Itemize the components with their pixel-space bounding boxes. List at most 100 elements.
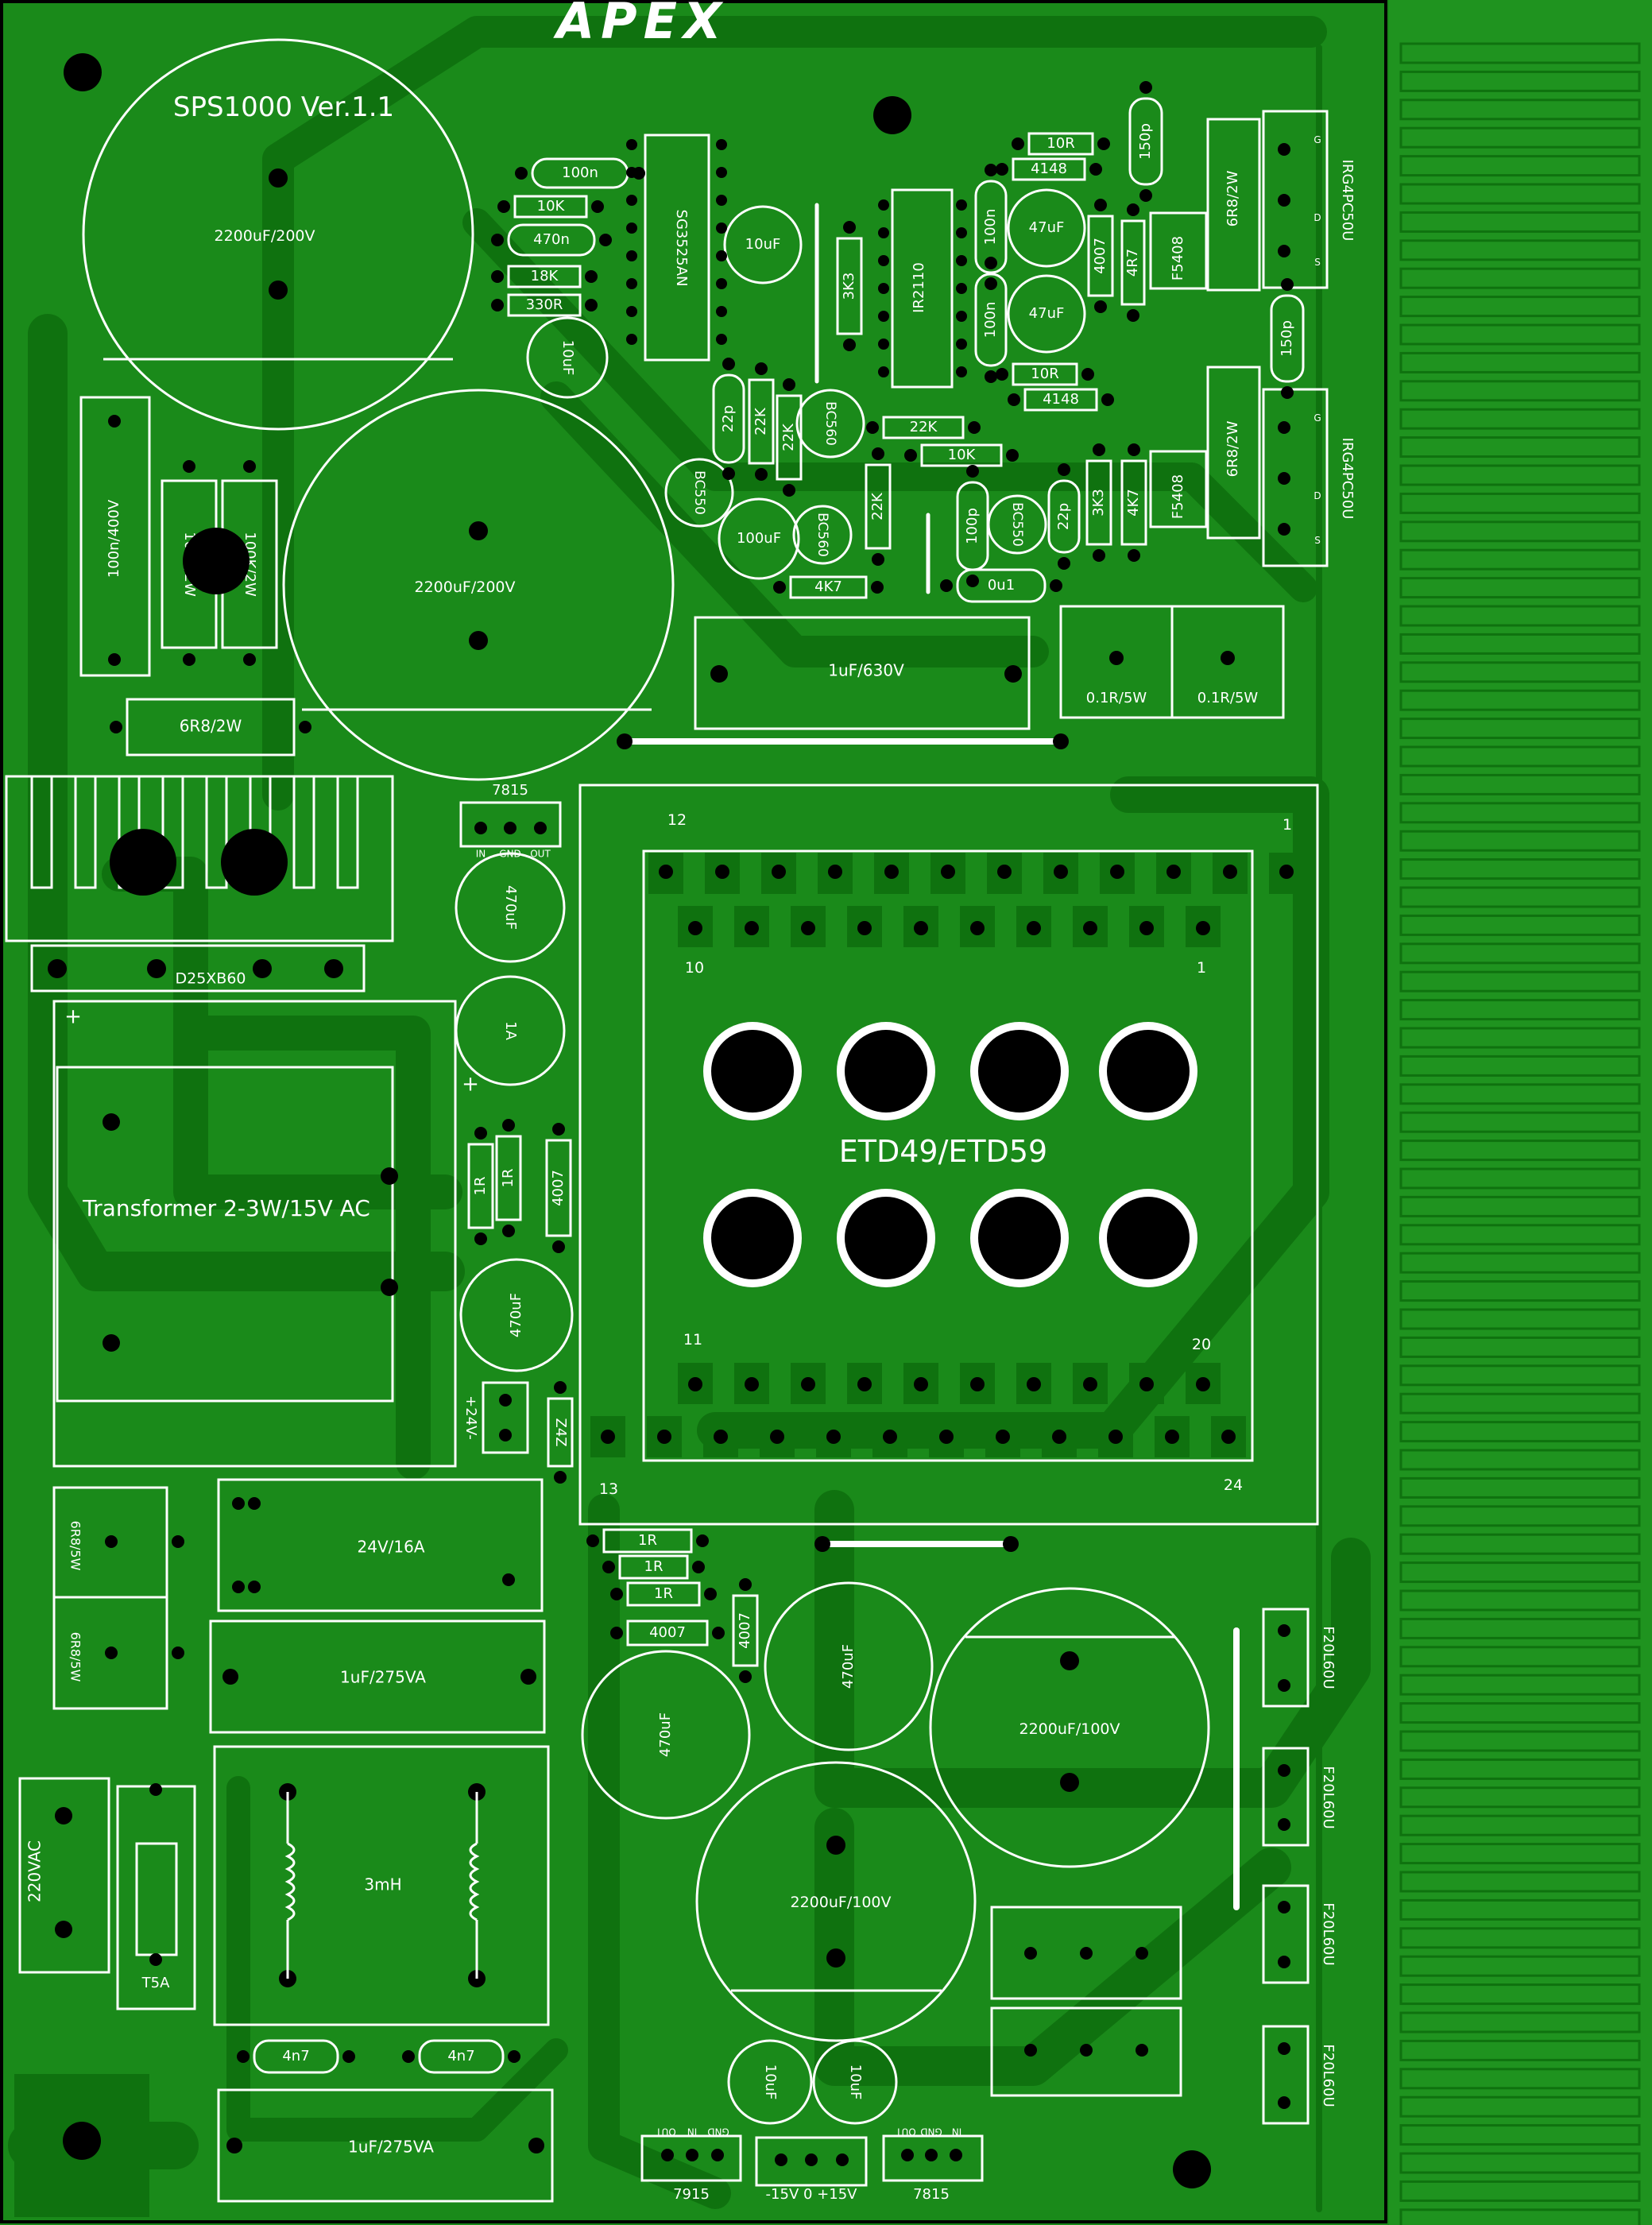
component-rectifier-block-b (990, 2006, 1182, 2097)
component-label: 10R (1031, 366, 1058, 382)
heatsink-slot (1399, 773, 1641, 795)
solder-pad (801, 1377, 815, 1391)
solder-pad (970, 921, 985, 935)
solder-pad (1139, 1377, 1154, 1391)
component-label: D25XB60 (175, 970, 246, 988)
solder-pad (745, 921, 759, 935)
capacitor-c_10uf_d (812, 2039, 898, 2125)
solder-pad (324, 959, 343, 978)
component-c_1uf_630v (694, 616, 1031, 730)
solder-pad (883, 1430, 897, 1444)
solder-pad (1050, 579, 1062, 592)
solder-pad (599, 234, 612, 246)
solder-pad (985, 370, 997, 383)
component-label: IN (952, 2126, 962, 2138)
component-r_4r7 (1120, 219, 1146, 306)
solder-pad (149, 1953, 162, 1966)
solder-pad (1058, 557, 1070, 570)
solder-pad (502, 1119, 515, 1132)
heatsink-slot (1399, 1786, 1641, 1809)
solder-pad (985, 257, 997, 269)
heatsink-slot (1399, 633, 1641, 655)
component-label: 4R7 (1124, 249, 1141, 277)
component-c_0u1 (956, 568, 1047, 603)
capacitor-c_470uf_a (455, 852, 566, 963)
mounting-hole-bottom-right (1173, 2150, 1211, 2188)
heatsink-slot (1399, 436, 1641, 459)
igbt-label: IRG4PC50U (1339, 438, 1356, 520)
ic-ir2110: IR2110 (891, 188, 954, 389)
solder-pad (610, 1627, 623, 1639)
component-label: 1uF/275VA (348, 2138, 434, 2157)
board-outline (0, 0, 1387, 2223)
capacitor-q_bc550_b (987, 494, 1047, 555)
component-label: 47uF (1029, 219, 1065, 236)
component-r_1r_d (618, 1554, 689, 1580)
solder-pad (299, 721, 311, 733)
solder-pad (1081, 368, 1094, 381)
solder-pad (105, 1646, 118, 1659)
component-label: 7815 (913, 2186, 950, 2203)
heatsink-slot (1399, 661, 1641, 683)
component-r_18k (507, 265, 582, 288)
solder-pad (770, 1430, 784, 1444)
component-relay (217, 1478, 544, 1612)
solder-pad (871, 581, 884, 594)
component-label: IN (687, 2126, 698, 2138)
component-c_22p_b (1047, 479, 1081, 554)
component-label: 100uF (737, 530, 781, 547)
heatsink-slot (1399, 1871, 1641, 1893)
capacitor-q_bc560_a (795, 389, 865, 459)
component-label: 4148 (1043, 391, 1079, 408)
heatsink-slot (1399, 1252, 1641, 1274)
solder-pad (884, 865, 899, 879)
component-label: 4007 (550, 1170, 567, 1206)
component-c_4n7_a (253, 2039, 339, 2074)
heatsink-slot (1399, 155, 1641, 177)
solder-pad (502, 1573, 515, 1586)
solder-pad (1027, 1377, 1041, 1391)
solder-pad (585, 299, 598, 312)
solder-pad (183, 653, 195, 666)
pin-number: 12 (667, 811, 687, 829)
heatsink-slot (1399, 323, 1641, 346)
ferrite-core-hole-inner (978, 1197, 1061, 1279)
component-bridge (30, 944, 366, 993)
solder-pad (985, 164, 997, 176)
heatsink-slot (1399, 1224, 1641, 1246)
component-r_1r_c (602, 1528, 693, 1554)
solder-pad (103, 1334, 120, 1352)
jumper-holes (617, 733, 1069, 1552)
mounting-hole-resistor (183, 528, 250, 594)
heatsink-slot (1399, 802, 1641, 824)
component-label: 1R (500, 1169, 516, 1188)
ic-sg3525an: SG3525AN (644, 134, 710, 362)
component-ac_in (18, 1777, 110, 1974)
component-d_4148_a (1012, 157, 1086, 181)
component-label: 100n (562, 164, 598, 181)
pin-letter: S (1314, 535, 1321, 546)
solder-pad (688, 1377, 702, 1391)
component-label: 1A (502, 1021, 519, 1040)
diode-label: F20L60U (1320, 2044, 1337, 2107)
component-label: BC560 (822, 401, 838, 446)
solder-pad (872, 553, 884, 566)
solder-pad (956, 283, 967, 294)
heatsink-slot (1399, 2152, 1641, 2174)
component-label: 7915 (673, 2186, 710, 2203)
ferrite-core-hole-inner (1107, 1030, 1190, 1112)
solder-pad (866, 421, 879, 434)
igbt-irg4pc50u-a: IRG4PC50U (1262, 110, 1356, 289)
solder-pad (715, 865, 729, 879)
diode-f20l60u-d: F20L60U (1262, 2025, 1337, 2125)
heatsink-slot (1399, 1702, 1641, 1724)
heatsink-slot (1399, 351, 1641, 373)
component-d_4007_d (732, 1594, 759, 1667)
ic-label: SG3525AN (673, 210, 690, 287)
solder-pad (692, 1561, 705, 1573)
bridge-heatsink (5, 775, 394, 942)
board-title: SPS1000 Ver.1.1 (173, 91, 394, 123)
solder-pad (878, 227, 889, 238)
solder-pad (1094, 300, 1107, 313)
solder-pad (843, 221, 856, 234)
